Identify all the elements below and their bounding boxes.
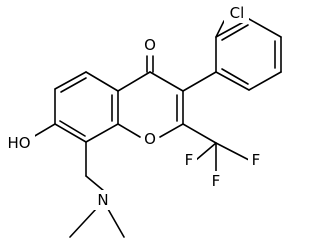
chlorine-label: Cl: [230, 4, 245, 22]
hydroxyl-label: HO: [7, 134, 30, 152]
bond-cf3-f-left: [195, 142, 217, 161]
bond-o1-c8a: [117, 123, 141, 138]
fluorine-bottom-label-background: [208, 171, 224, 191]
atom-labels: O Cl HO O F F F N: [3, 3, 264, 210]
ring-oxygen-label: O: [144, 130, 156, 148]
bond-phenyl-5-6: [248, 71, 282, 91]
bond-c2-o1: [159, 123, 184, 138]
bond-c4a-c4: [117, 71, 151, 92]
ring-oxygen-label-background: [141, 129, 159, 149]
bond-phenyl-2-3-inner: [221, 24, 249, 41]
bond-c3-phenyl: [182, 71, 217, 92]
carbonyl-oxygen-label: O: [144, 36, 156, 54]
bond-c5-c6-inner: [60, 77, 87, 93]
bond-c7-c8: [54, 123, 87, 143]
fluorine-left-label: F: [185, 151, 194, 169]
bond-c8-c8a: [85, 123, 119, 143]
fluorine-right-label-background: [248, 150, 264, 170]
fluorine-left-label-background: [181, 150, 197, 170]
bond-c4-c3: [149, 71, 184, 92]
bond-c4a-c5: [85, 71, 119, 92]
bond-phenyl-3-4: [248, 18, 282, 38]
chemical-structure-diagram: O Cl HO O F F F N: [3, 3, 282, 238]
bond-c5-c6: [54, 71, 87, 90]
bond-n-methyl-right: [107, 208, 125, 238]
bond-c2-cf3: [182, 123, 217, 144]
nitrogen-label-background: [94, 190, 112, 210]
hydroxyl-label-background: [3, 133, 35, 153]
bond-ch2-n: [85, 175, 105, 192]
bond-c7-c8-inner: [59, 120, 86, 137]
chlorine-label-background: [224, 3, 249, 23]
nitrogen-label: N: [97, 191, 108, 209]
bond-phenyl-6-1-inner: [221, 68, 249, 85]
bond-phenyl-chlorine: [215, 20, 225, 38]
bond-n-methyl-left: [69, 208, 97, 238]
bond-cf3-f-right: [215, 142, 250, 161]
fluorine-bottom-label: F: [212, 172, 221, 190]
carbonyl-oxygen-label-background: [141, 35, 159, 55]
bond-c7-hydroxyl: [32, 123, 56, 138]
bond-phenyl-6-1: [215, 71, 250, 91]
fluorine-right-label: F: [252, 151, 261, 169]
